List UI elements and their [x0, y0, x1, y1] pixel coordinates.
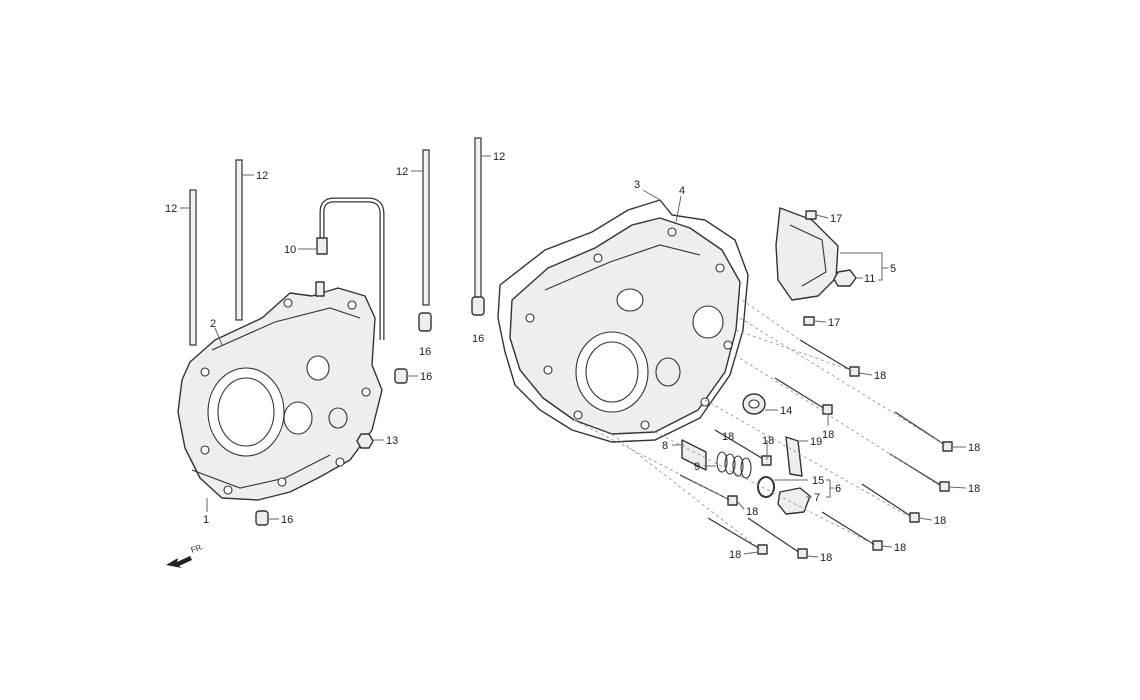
callout-18-h: 18: [746, 506, 758, 518]
breather-clip: [316, 237, 328, 255]
callout-18-e: 18: [934, 515, 946, 527]
oil-strainer-screen: [716, 451, 752, 479]
callout-2: 2: [210, 318, 216, 330]
callout-18-c: 18: [968, 442, 980, 454]
callout-1: 1: [203, 514, 209, 526]
long-bolt-6: [821, 511, 876, 546]
callout-18-i: 18: [729, 549, 741, 561]
long-bolt-2: [774, 377, 826, 410]
callout-15: 15: [812, 475, 824, 487]
left-crankcase-half: [177, 281, 383, 501]
long-bolt-group: [679, 339, 953, 559]
stud-bolt-1: [189, 189, 197, 346]
callout-4: 4: [679, 185, 685, 197]
callout-18-g: 18: [762, 435, 774, 447]
long-bolt-9: [707, 517, 761, 550]
dowel-pin-4: [255, 510, 269, 526]
long-bolt-3: [894, 411, 946, 446]
long-bolt-10: [747, 517, 801, 554]
callout-9: 9: [694, 461, 700, 473]
callout-18-f: 18: [894, 542, 906, 554]
dowel-pin-1: [418, 312, 432, 332]
callout-18-d: 18: [968, 483, 980, 495]
callout-7: 7: [814, 492, 820, 504]
callout-10: 10: [284, 244, 296, 256]
dowel-pin-2: [471, 296, 485, 316]
callout-12-c: 12: [396, 166, 408, 178]
callout-3: 3: [634, 179, 640, 191]
bolt-17-lower: [803, 316, 815, 326]
stud-bolt-2: [235, 159, 243, 321]
front-direction-arrow: FR.: [166, 542, 205, 568]
callout-18-a: 18: [874, 370, 886, 382]
callout-12-a: 12: [165, 203, 177, 215]
callout-5: 5: [890, 263, 896, 275]
long-bolt-7: [714, 429, 766, 461]
callout-17-a: 17: [830, 213, 842, 225]
stud-bolt-3: [422, 149, 430, 306]
stud-bolt-4: [474, 137, 482, 299]
callout-labels: 1 2 3 4 5 6 7 8 9 10 11 12 12 12 12 13 1…: [165, 151, 980, 564]
oil-spring: [681, 439, 707, 471]
drain-plug: [777, 487, 811, 515]
callout-12-d: 12: [493, 151, 505, 163]
callout-12-b: 12: [256, 170, 268, 182]
callout-18-b: 18: [822, 429, 834, 441]
dowel-pin-3: [394, 368, 408, 384]
hex-nut: [356, 433, 374, 449]
callout-17-b: 17: [828, 317, 840, 329]
long-bolt-1: [799, 339, 853, 372]
callout-16-c: 16: [420, 371, 432, 383]
crankcase-gasket: [497, 199, 749, 443]
o-ring: [757, 476, 775, 498]
callout-11: 11: [864, 273, 875, 285]
stud-bolt-group: [189, 137, 482, 346]
front-direction-label: FR.: [190, 542, 205, 555]
callout-18-j: 18: [820, 552, 832, 564]
callout-19: 19: [810, 436, 822, 448]
guide-plate: [785, 436, 803, 477]
callout-16-d: 16: [281, 514, 293, 526]
callout-14: 14: [780, 405, 792, 417]
callout-16-a: 16: [419, 346, 431, 358]
bolt-17-upper: [805, 210, 817, 220]
callout-8: 8: [662, 440, 668, 452]
cover-plate: [775, 207, 839, 301]
cap-11: [833, 269, 857, 287]
leader-lines: [180, 155, 967, 558]
callout-18-k: 18: [722, 431, 734, 443]
callout-13: 13: [386, 435, 398, 447]
right-crankcase-half: [509, 217, 741, 435]
callout-16-b: 16: [472, 333, 484, 345]
callout-6: 6: [835, 483, 841, 495]
long-bolt-5: [861, 483, 913, 518]
long-bolt-8: [679, 474, 731, 501]
